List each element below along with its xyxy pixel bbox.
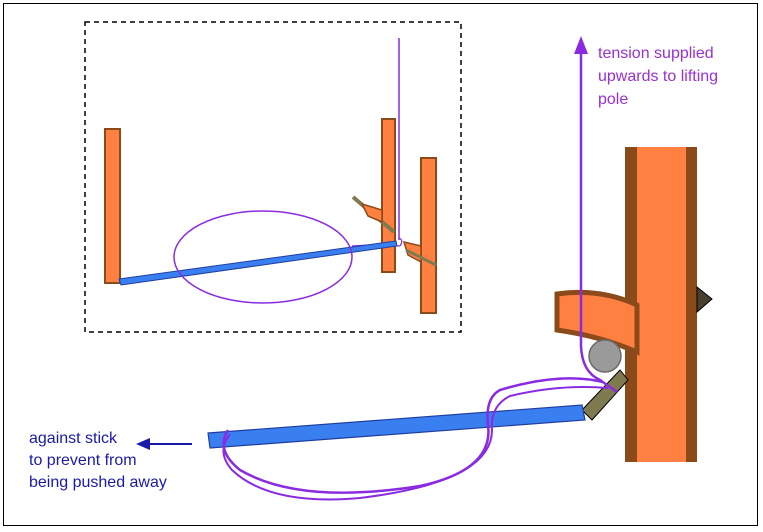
inset-lower-stick	[405, 248, 437, 267]
main-trigger-stick	[581, 369, 629, 421]
tension-label-line-2: upwards to lifting	[598, 68, 718, 85]
string-loop-inner	[222, 386, 609, 501]
main-tension-string	[579, 48, 618, 394]
against-arrowhead	[136, 438, 150, 450]
tension-label-line-3: pole	[598, 91, 628, 108]
main-post-right-edge	[686, 147, 697, 462]
against-label-line-3: being pushed away	[29, 474, 167, 491]
main-branch-stub	[554, 289, 640, 356]
inset-upper-branch	[360, 202, 383, 224]
tension-label-line-1: tension supplied	[598, 45, 714, 62]
inset-middle-post	[381, 118, 396, 273]
main-post-notch	[696, 285, 713, 314]
tension-arrowhead	[574, 36, 588, 54]
inset-left-post	[104, 128, 121, 284]
against-label-line-1: against stick	[29, 430, 118, 447]
against-label-line-2: to prevent from	[29, 452, 137, 469]
inset-right-post	[420, 157, 437, 314]
inset-highlight-ellipse	[173, 210, 353, 304]
inset-dashed-frame	[84, 21, 462, 333]
main-blue-stick	[207, 404, 586, 449]
inset-blue-stick	[118, 240, 398, 286]
toggle-ball	[588, 339, 622, 373]
